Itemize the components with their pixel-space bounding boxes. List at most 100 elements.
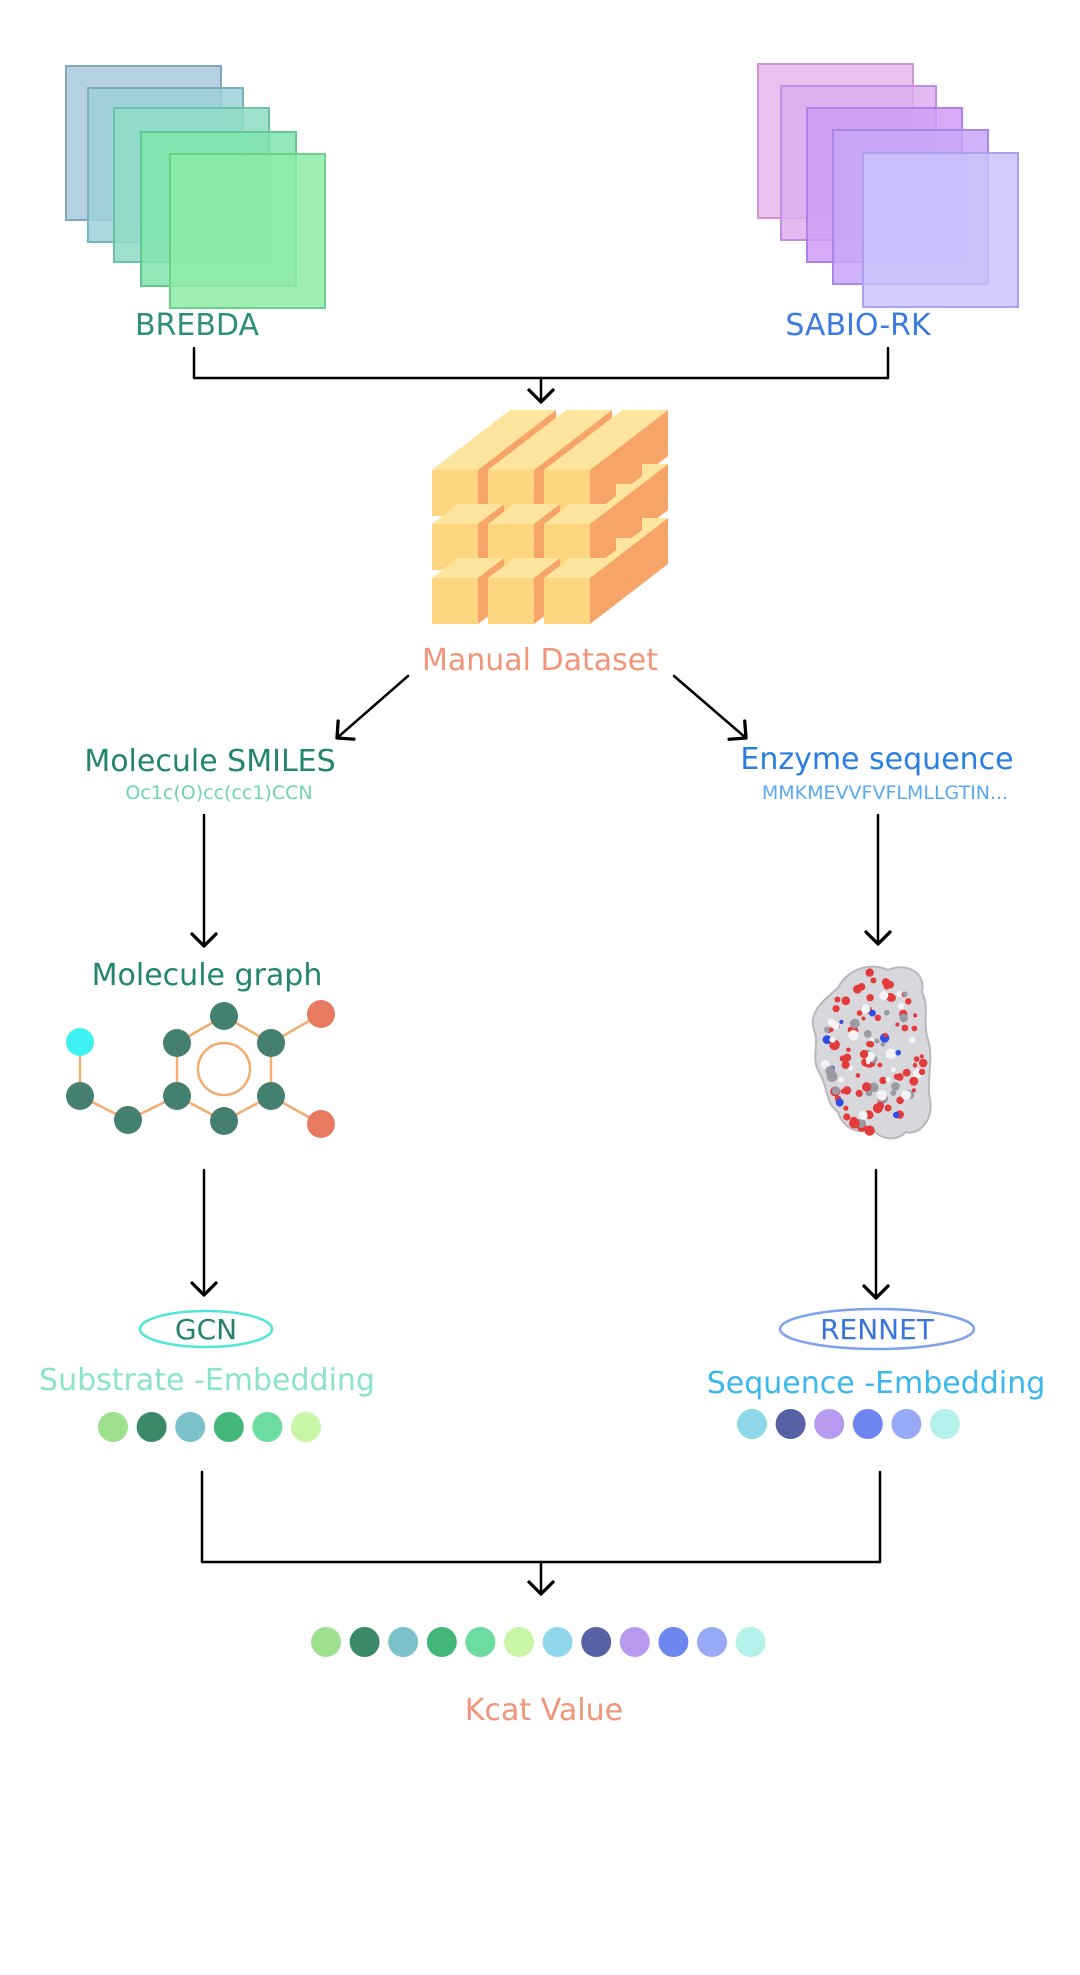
protein-atom-speck (829, 1036, 836, 1043)
protein-atom-speck (901, 1024, 909, 1032)
combined-embedding-dot (388, 1627, 419, 1657)
protein-atom-speck (912, 1062, 918, 1068)
cube-top-face (432, 558, 504, 578)
cube-side-face (590, 450, 616, 516)
protein-atom-speck (885, 1076, 891, 1083)
protein-atom-speck (918, 1068, 926, 1076)
protein-atom-speck (885, 1048, 896, 1060)
protein-atom-speck (855, 1089, 863, 1097)
sequence-embedding-label: Sequence -Embedding (706, 1366, 1046, 1401)
protein-atom-speck (895, 1049, 901, 1056)
protein-atom-speck (869, 1082, 879, 1093)
protein-atom-speck (832, 1005, 840, 1013)
sequence-embedding-dot (775, 1409, 806, 1439)
cube-top-face (570, 430, 642, 450)
protein-atom-speck (902, 991, 908, 997)
protein-atom-speck (861, 1082, 872, 1092)
protein-atom-speck (824, 1026, 831, 1033)
protein-atom-speck (911, 1025, 918, 1032)
protein-atom-speck (899, 1013, 908, 1023)
protein-atom-speck (867, 1111, 873, 1117)
sequence-embedding-dot (737, 1409, 767, 1439)
protein-atom-speck (846, 1047, 851, 1053)
protein-atom-speck (841, 1060, 850, 1069)
protein-atom-speck (886, 992, 895, 1002)
protein-atom-speck (866, 1060, 871, 1065)
protein-atom-speck (905, 998, 912, 1005)
cube-top-face (544, 450, 616, 470)
brebda-label: BREBDA (134, 308, 260, 343)
protein-atom-speck (848, 1065, 854, 1071)
substrate-embedding-dot (213, 1412, 244, 1442)
protein-atom-speck (891, 1067, 896, 1072)
protein-atom-speck (919, 1054, 924, 1059)
enzyme-sequence-title: Enzyme sequence (740, 742, 1014, 777)
protein-atom-speck (841, 996, 851, 1006)
cube-top-face (488, 450, 560, 470)
protein-atom-speck (895, 1022, 900, 1027)
manual-dataset-label: Manual Dataset (421, 643, 659, 678)
protein-atom-speck (843, 1113, 851, 1121)
protein-atom-speck (849, 1118, 860, 1129)
protein-atom-speck (879, 991, 889, 1000)
cube-side-face (642, 464, 668, 530)
sequence-embedding-dot (930, 1409, 960, 1439)
protein-atom-speck (869, 1009, 876, 1017)
protein-atom-speck (831, 1086, 841, 1095)
combined-embedding-dot (465, 1627, 496, 1657)
cube-top-face (488, 504, 560, 524)
protein-atom-speck (820, 1060, 830, 1069)
protein-atom-speck (897, 1003, 905, 1010)
protein-atom-speck (842, 1086, 852, 1095)
combined-embedding-dot (581, 1627, 612, 1657)
substrate-embedding-dot (175, 1412, 206, 1442)
protein-atom-speck (874, 1038, 880, 1044)
sequence-embedding-dot (814, 1409, 845, 1439)
cube-side-face (616, 484, 642, 550)
substrate-embedding-dot (291, 1412, 321, 1442)
sequence-embedding-dot (852, 1409, 883, 1439)
protein-structure-icon (811, 965, 932, 1140)
protein-atom-speck (908, 1036, 916, 1044)
protein-atom-speck (877, 1062, 883, 1068)
combined-embedding-dot (697, 1627, 727, 1657)
protein-atom-speck (860, 1004, 871, 1014)
protein-atom-speck (869, 1038, 874, 1042)
protein-atom-speck (884, 1104, 892, 1112)
protein-atom-speck (848, 1030, 859, 1041)
cube-side-face (590, 558, 616, 624)
protein-atom-speck (834, 996, 841, 1003)
smiles-title: Molecule SMILES (84, 744, 336, 779)
protein-atom-speck (870, 977, 877, 984)
cube-top-face (544, 504, 616, 524)
arrow-to-sequence (672, 674, 748, 741)
protein-atom-speck (826, 1071, 838, 1082)
sequence-embedding-vector (737, 1409, 960, 1439)
cube-side-face (616, 538, 642, 604)
cube-top-face (540, 410, 612, 430)
combined-embedding-vector (311, 1627, 766, 1657)
combined-embedding-dot (349, 1627, 380, 1657)
protein-atom-speck (863, 1030, 872, 1038)
rennet-model-label: RENNET (820, 1313, 934, 1346)
sabio-rk-database-icon (757, 63, 1019, 308)
combined-embedding-dot (735, 1627, 766, 1657)
combined-embedding-dot (542, 1627, 573, 1657)
protein-atom-speck (849, 1018, 860, 1029)
protein-atom-speck (839, 1019, 844, 1024)
protein-atom-speck (867, 1041, 875, 1048)
protein-atom-speck (831, 1021, 840, 1030)
cube-top-face (432, 504, 504, 524)
protein-atom-speck (861, 1016, 866, 1021)
protein-atom-speck (893, 1073, 900, 1080)
protein-atom-speck (880, 1042, 886, 1047)
protein-atom-speck (822, 1035, 832, 1044)
brebda-database-icon (65, 65, 326, 309)
substrate-embedding-dot (252, 1412, 283, 1442)
substrate-embedding-dot (98, 1412, 128, 1442)
protein-atom-speck (893, 1111, 900, 1119)
cube-side-face (642, 410, 668, 476)
protein-atom-speck (864, 1125, 875, 1136)
protein-atom-speck (855, 1073, 861, 1078)
